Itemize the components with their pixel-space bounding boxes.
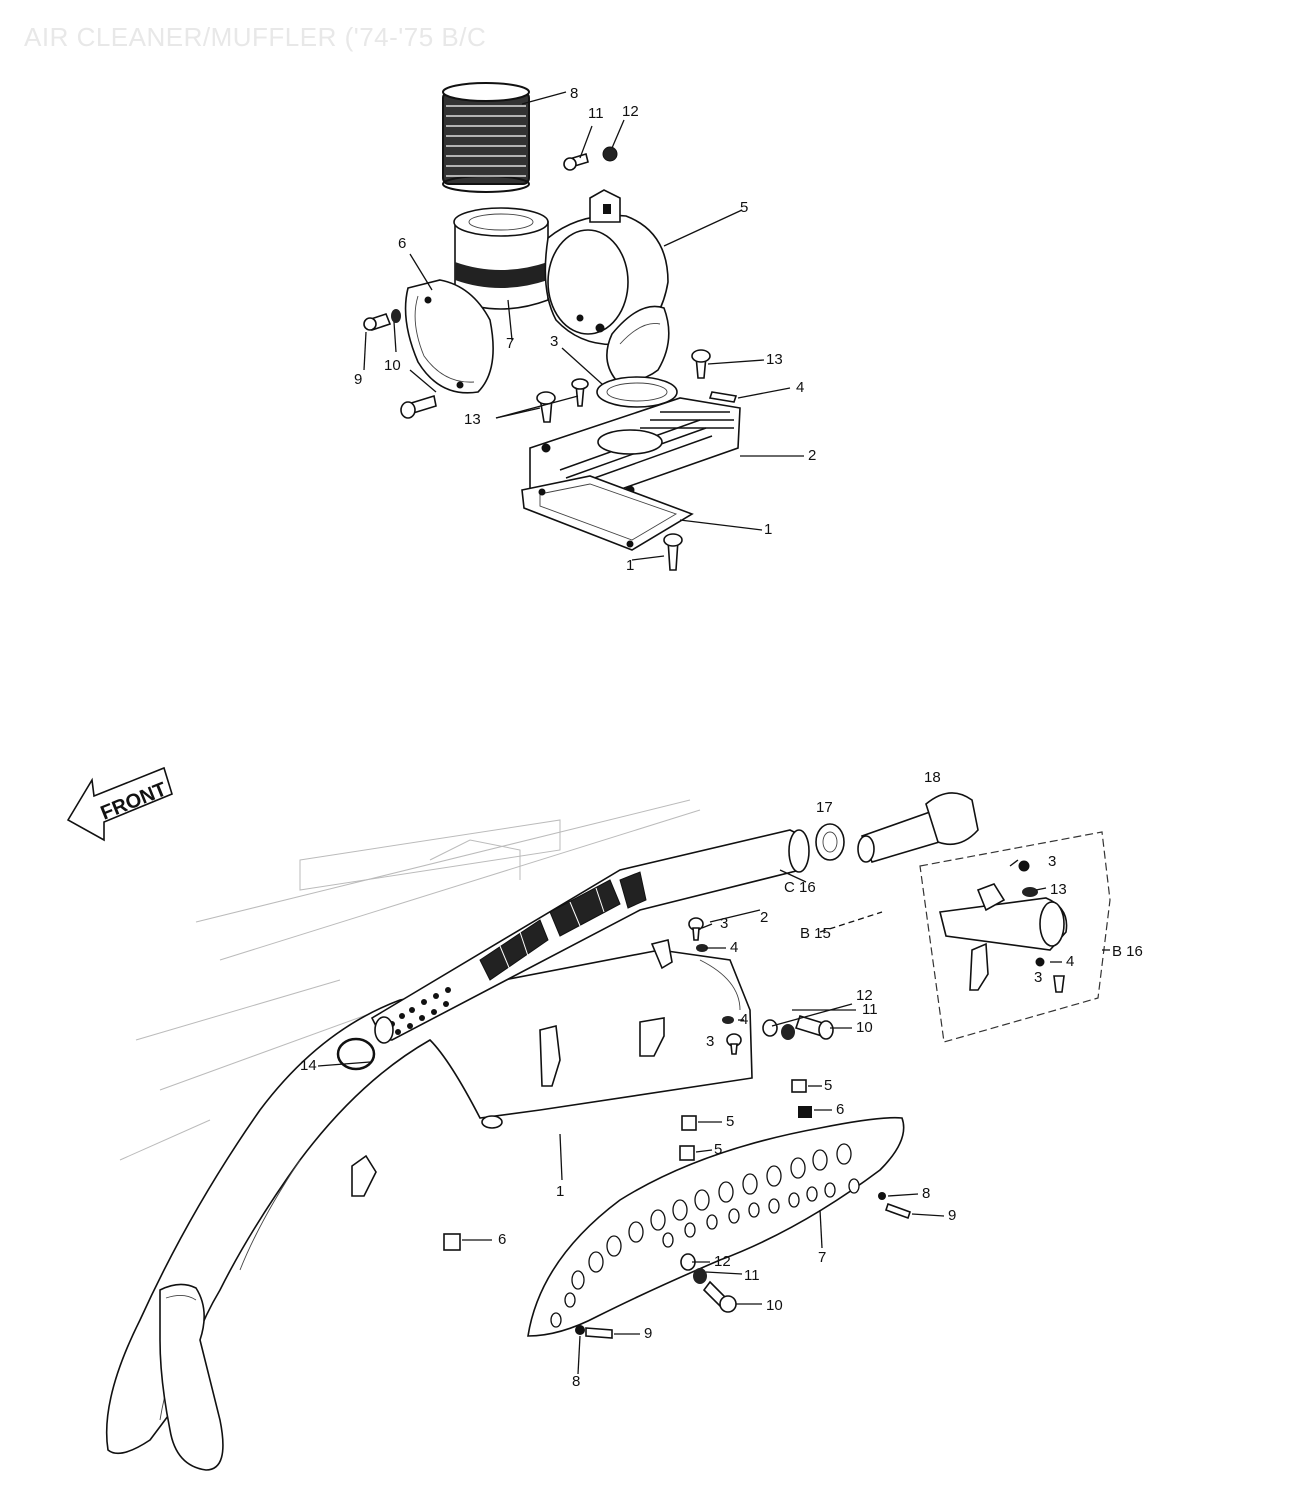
callout-3: 3 bbox=[550, 333, 558, 350]
callout-13-left: 13 bbox=[464, 411, 481, 428]
callout-12: 12 bbox=[622, 103, 639, 120]
callout-13-box: 13 bbox=[1050, 881, 1067, 898]
callout-14: 14 bbox=[300, 1057, 317, 1074]
callout-3-box-low: 3 bbox=[1034, 969, 1042, 986]
callout-4-lower: 4 bbox=[740, 1011, 748, 1028]
callout-12: 12 bbox=[856, 987, 873, 1004]
callout-3-lower: 3 bbox=[706, 1033, 714, 1050]
muffler-body bbox=[105, 939, 753, 1471]
callout-1: 1 bbox=[764, 521, 772, 538]
muffler-leaders bbox=[317, 859, 1110, 1375]
callout-b16-box: B 16 bbox=[1112, 943, 1143, 960]
callout-17: 17 bbox=[816, 799, 833, 816]
callout-10: 10 bbox=[856, 1019, 873, 1036]
callout-5-mid: 5 bbox=[726, 1113, 734, 1130]
callout-9-right: 9 bbox=[948, 1207, 956, 1224]
base-gasket-plate bbox=[521, 475, 694, 551]
clamp-ring bbox=[336, 1037, 376, 1071]
callout-6: 6 bbox=[398, 235, 406, 252]
tailpipe-parts bbox=[815, 792, 979, 863]
air-cleaner-assembly: 8 11 12 5 6 7 3 10 9 13 4 13 2 1 1 bbox=[354, 82, 816, 574]
muffler-fasteners bbox=[443, 917, 912, 1339]
callout-8-bottom: 8 bbox=[572, 1373, 580, 1390]
callout-4-box: 4 bbox=[1066, 953, 1074, 970]
air-cleaner-callouts: 8 11 12 5 6 7 3 10 9 13 4 13 2 1 1 bbox=[354, 85, 816, 574]
callout-3-upper: 3 bbox=[720, 915, 728, 932]
air-cleaner-base bbox=[529, 397, 741, 501]
gasket-ring bbox=[596, 376, 678, 408]
callout-12-lower: 12 bbox=[714, 1253, 731, 1270]
callout-7: 7 bbox=[818, 1249, 826, 1266]
callout-18: 18 bbox=[924, 769, 941, 786]
callout-9: 9 bbox=[354, 371, 362, 388]
front-direction-arrow: FRONT bbox=[66, 766, 173, 842]
callout-1-bolt: 1 bbox=[626, 557, 634, 574]
callout-5-low: 5 bbox=[714, 1141, 722, 1158]
callout-7: 7 bbox=[506, 335, 514, 352]
air-cleaner-tube bbox=[453, 207, 549, 310]
callout-8: 8 bbox=[570, 85, 578, 102]
muffler-callouts: 18 17 C 16 2 B 15 3 4 12 11 10 4 3 14 5 … bbox=[300, 769, 1143, 1390]
callout-2: 2 bbox=[808, 447, 816, 464]
callout-5: 5 bbox=[740, 199, 748, 216]
callout-10-lower: 10 bbox=[766, 1297, 783, 1314]
heat-shield bbox=[527, 1116, 905, 1337]
detail-box-c bbox=[919, 831, 1111, 1043]
callout-11-lower: 11 bbox=[744, 1267, 760, 1284]
air-cleaner-housing bbox=[544, 189, 670, 382]
callout-4: 4 bbox=[796, 379, 804, 396]
callout-4-upper: 4 bbox=[730, 939, 738, 956]
page-title: AIR CLEANER/MUFFLER ('74-'75 B/C bbox=[24, 22, 487, 52]
callout-2: 2 bbox=[760, 909, 768, 926]
callout-1: 1 bbox=[556, 1183, 564, 1200]
callout-6-top: 6 bbox=[836, 1101, 844, 1118]
callout-13-right: 13 bbox=[766, 351, 783, 368]
air-cleaner-fasteners bbox=[363, 146, 738, 571]
callout-5-top: 5 bbox=[824, 1077, 832, 1094]
callout-b15: B 15 bbox=[800, 925, 831, 942]
callout-8-right: 8 bbox=[922, 1185, 930, 1202]
callout-10: 10 bbox=[384, 357, 401, 374]
callout-3-box-top: 3 bbox=[1048, 853, 1056, 870]
callout-c16: C 16 bbox=[784, 879, 816, 896]
callout-11: 11 bbox=[862, 1001, 878, 1018]
callout-11: 11 bbox=[588, 105, 604, 122]
muffler-assembly: FRONT bbox=[66, 766, 1143, 1471]
air-cleaner-leaders bbox=[363, 91, 804, 561]
callout-6-left: 6 bbox=[498, 1231, 506, 1248]
filter-element bbox=[442, 82, 530, 193]
callout-9-bottom: 9 bbox=[644, 1325, 652, 1342]
frame-outline bbox=[119, 799, 701, 1161]
air-cleaner-cap bbox=[404, 279, 494, 394]
baffle-tube bbox=[370, 829, 810, 1044]
